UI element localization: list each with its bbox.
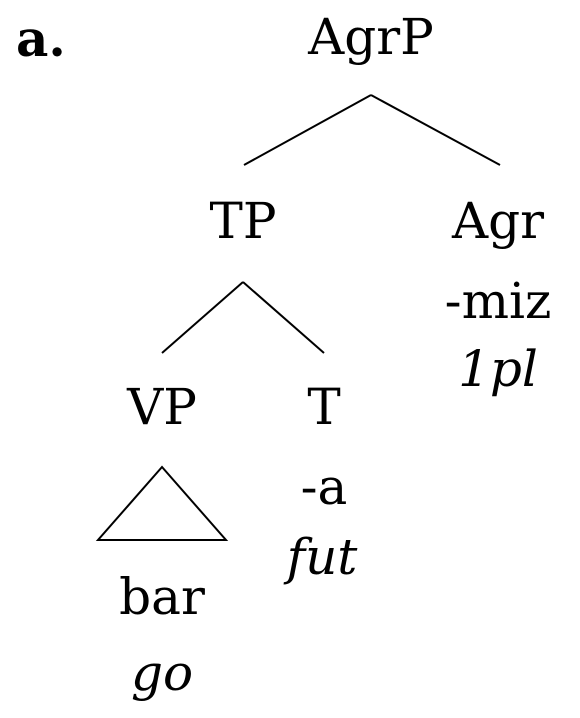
t-morpheme: -a [300, 458, 348, 516]
node-t: T [307, 378, 341, 436]
node-vp: VP [127, 378, 197, 436]
edge-tp-t [242, 281, 325, 354]
vp-triangle [95, 465, 229, 541]
edge-tp-vp [161, 281, 244, 354]
vp-morpheme: bar [119, 568, 205, 626]
agr-morpheme: -miz [444, 272, 552, 330]
agr-gloss: 1pl [458, 340, 538, 398]
node-tp: TP [209, 192, 277, 250]
edge-agrp-agr [370, 94, 501, 166]
t-gloss: fut [286, 528, 358, 586]
example-label: a. [16, 9, 66, 68]
edge-agrp-tp [243, 94, 372, 166]
node-agr: Agr [451, 192, 545, 250]
node-agrp: AgrP [308, 8, 434, 66]
vp-gloss: go [130, 644, 194, 702]
